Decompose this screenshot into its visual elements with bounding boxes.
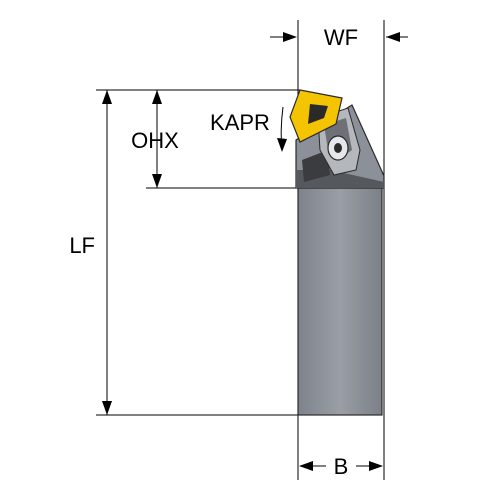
label-kapr: KAPR <box>210 110 270 135</box>
dimension-labels: WF KAPR OHX LF B <box>69 25 358 479</box>
label-wf: WF <box>324 25 358 50</box>
tool-head <box>295 104 385 189</box>
extension-lines <box>96 20 385 480</box>
label-b: B <box>334 454 349 479</box>
cutting-insert <box>289 89 343 143</box>
label-lf: LF <box>69 233 95 258</box>
dimension-lines <box>102 32 408 471</box>
label-ohx: OHX <box>131 128 179 153</box>
tool-shank <box>297 187 383 416</box>
